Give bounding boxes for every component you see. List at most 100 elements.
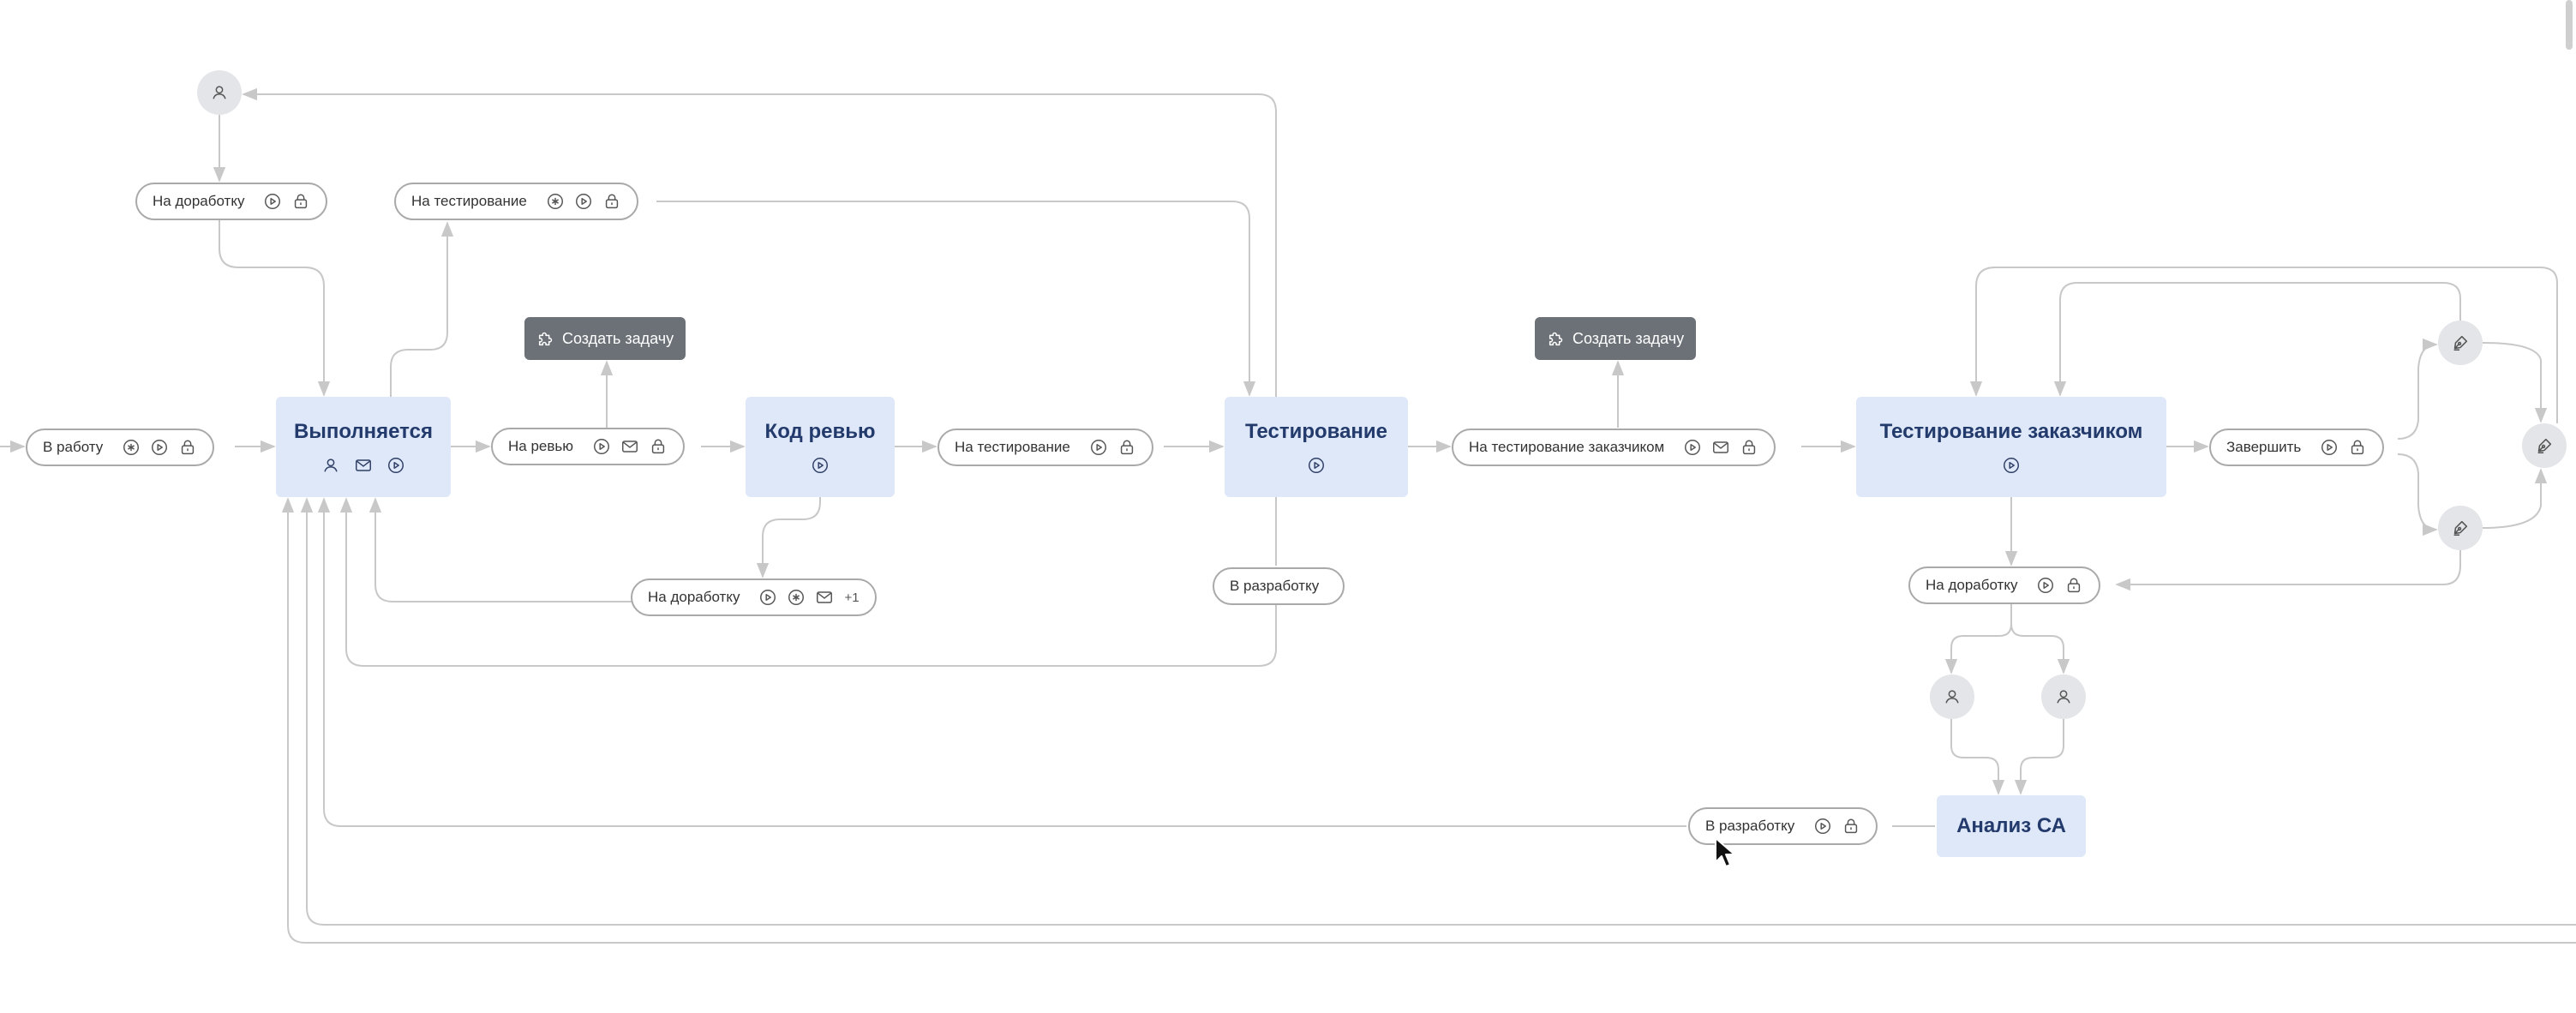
state-code-review[interactable]: Код ревью	[746, 397, 895, 497]
transition-icons	[546, 192, 621, 211]
connector-line	[242, 87, 1277, 397]
play-icon	[574, 192, 593, 211]
pen-icon	[2451, 518, 2470, 537]
state-analysis[interactable]: Анализ СА	[1937, 795, 2086, 857]
signature-node[interactable]	[2438, 506, 2483, 550]
lock-icon	[2064, 576, 2083, 595]
connector-line	[2010, 604, 2070, 674]
play-icon	[592, 437, 611, 456]
state-title: Выполняется	[294, 419, 433, 443]
transition-label: На тестирование	[411, 193, 527, 209]
user-icon	[210, 83, 229, 102]
user-node[interactable]	[197, 70, 242, 115]
connector-line	[390, 221, 454, 397]
connector-line	[368, 497, 632, 602]
transition-icons	[758, 588, 834, 607]
create-task-button[interactable]: Создать задачу	[524, 317, 686, 360]
user-node[interactable]	[1930, 674, 1974, 719]
connector-line	[656, 201, 1256, 397]
transition-to-customer-testing[interactable]: На тестирование заказчиком	[1452, 429, 1776, 466]
state-customer-testing[interactable]: Тестирование заказчиком	[1856, 397, 2166, 497]
mouse-cursor	[1715, 837, 1735, 867]
play-icon	[811, 456, 830, 475]
transition-icons	[2320, 438, 2367, 457]
transition-finish[interactable]: Завершить	[2209, 429, 2385, 466]
user-icon	[2054, 687, 2073, 706]
play-icon	[1813, 817, 1832, 836]
transition-rework-review[interactable]: На доработку +1	[631, 578, 877, 616]
pen-icon	[2451, 333, 2470, 352]
connector-line	[2014, 719, 2064, 795]
lock-icon	[291, 192, 310, 211]
transition-rework-customer[interactable]: На доработку	[1908, 566, 2101, 604]
state-testing[interactable]: Тестирование	[1225, 397, 1408, 497]
more-count: +1	[844, 590, 860, 605]
lock-icon	[1842, 817, 1860, 836]
transition-to-testing-mid[interactable]: На тестирование	[938, 429, 1153, 466]
state-in-progress[interactable]: Выполняется	[276, 397, 451, 497]
transition-label: В разработку	[1705, 818, 1795, 834]
create-task-button[interactable]: Создать задачу	[1535, 317, 1697, 360]
asterisk-icon	[122, 438, 141, 457]
connector-line	[281, 497, 2576, 944]
asterisk-icon	[546, 192, 565, 211]
connector-line	[1969, 267, 2558, 423]
lock-icon	[602, 192, 621, 211]
play-icon	[150, 438, 169, 457]
vertical-scrollbar[interactable]	[2566, 0, 2573, 50]
transition-label: Завершить	[2226, 439, 2302, 455]
transition-label: В работу	[43, 439, 104, 455]
transition-to-development-test[interactable]: В разработку	[1213, 567, 1345, 605]
mail-icon	[620, 437, 639, 456]
state-icons	[1307, 456, 1326, 475]
transition-label: На доработку	[648, 589, 740, 605]
create-task-label: Создать задачу	[1573, 329, 1685, 347]
state-title: Тестирование заказчиком	[1879, 419, 2143, 443]
state-icons	[811, 456, 830, 475]
mail-icon	[1711, 438, 1730, 457]
connector-line	[2115, 550, 2461, 591]
play-icon	[1307, 456, 1326, 475]
play-icon	[2036, 576, 2055, 595]
transition-label: На доработку	[153, 193, 245, 209]
pen-icon	[2535, 436, 2554, 455]
connector-line	[1950, 719, 2005, 795]
transition-to-work[interactable]: В работу	[26, 429, 215, 466]
connector-line	[2397, 338, 2438, 440]
connector-line	[317, 497, 1686, 827]
transition-label: На тестирование	[955, 439, 1070, 455]
transition-icons	[263, 192, 310, 211]
connector-line	[339, 497, 1277, 667]
state-title: Тестирование	[1244, 419, 1388, 443]
lock-icon	[1117, 438, 1136, 457]
mail-icon	[815, 588, 834, 607]
user-icon	[321, 456, 340, 475]
puzzle-icon	[536, 329, 555, 348]
user-node[interactable]	[2041, 674, 2086, 719]
lock-icon	[178, 438, 197, 457]
transition-to-testing-top[interactable]: На тестирование	[394, 183, 638, 220]
transition-label: В разработку	[1230, 578, 1320, 594]
play-icon	[1089, 438, 1108, 457]
signature-node[interactable]	[2522, 423, 2567, 468]
transition-label: На доработку	[1926, 577, 2018, 593]
transition-to-review[interactable]: На ревью	[491, 428, 686, 465]
connector-line	[1944, 604, 2012, 674]
transition-to-development-analysis[interactable]: В разработку	[1688, 807, 1878, 845]
state-title: Код ревью	[764, 419, 876, 443]
create-task-label: Создать задачу	[562, 329, 674, 347]
play-icon	[1683, 438, 1702, 457]
puzzle-icon	[1547, 329, 1566, 348]
play-icon	[386, 456, 405, 475]
asterisk-icon	[787, 588, 806, 607]
signature-node[interactable]	[2438, 321, 2483, 365]
lock-icon	[1740, 438, 1758, 457]
connector-line	[2482, 342, 2548, 423]
lock-icon	[649, 437, 668, 456]
transition-icons	[2036, 576, 2083, 595]
transition-icons	[1683, 438, 1758, 457]
transition-label: На ревью	[508, 438, 574, 454]
transition-rework-top[interactable]: На доработку	[135, 183, 328, 220]
transition-label: На тестирование заказчиком	[1469, 439, 1665, 455]
